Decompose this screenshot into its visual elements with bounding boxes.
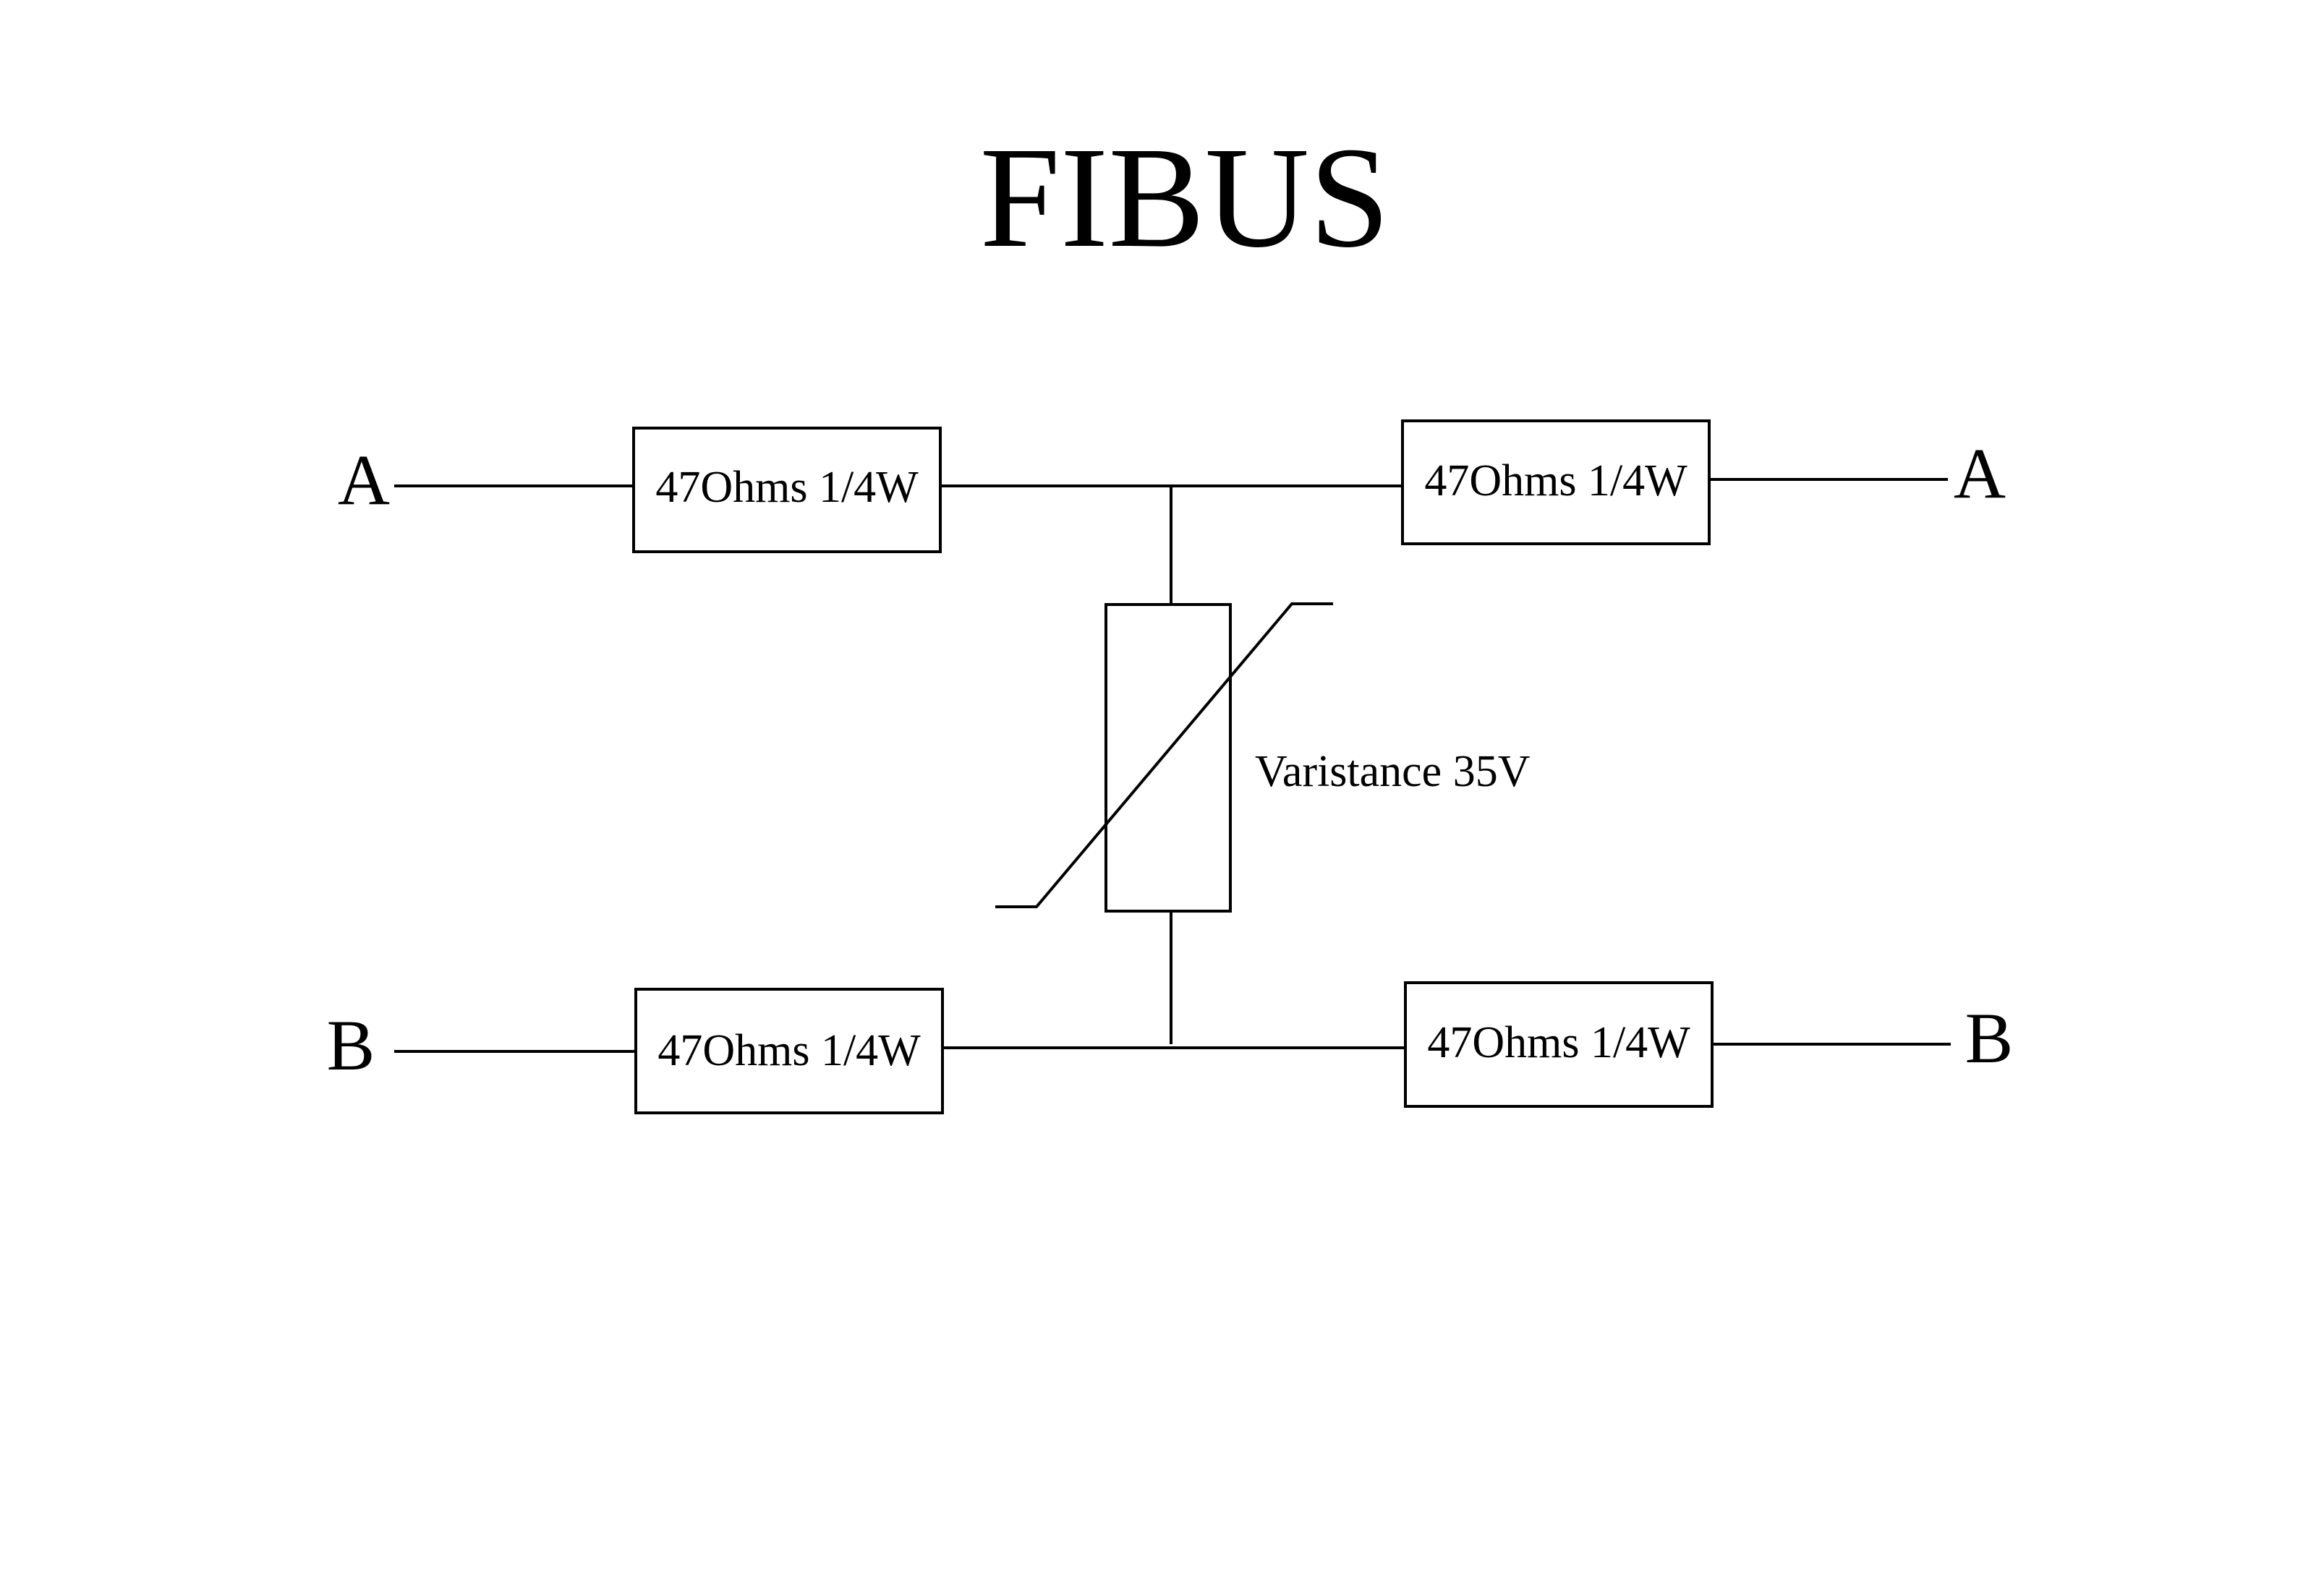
terminal-b-right-label: B xyxy=(1965,998,2014,1078)
resistor-top-left-label: 47Ohms 1/4W xyxy=(655,463,919,512)
varistor-body xyxy=(1104,603,1232,913)
resistor-bottom-left-label: 47Ohms 1/4W xyxy=(657,1026,921,1075)
terminal-b-left-label: B xyxy=(327,1005,375,1085)
resistor-bottom-left xyxy=(634,988,944,1114)
varistor-slash-symbol xyxy=(995,602,1333,908)
resistor-top-right-label: 47Ohms 1/4W xyxy=(1424,456,1687,505)
resistor-bottom-right-label: 47Ohms 1/4W xyxy=(1427,1018,1690,1067)
diagram-title: FIBUS xyxy=(980,118,1390,278)
varistor-label: Varistance 35V xyxy=(1255,747,1531,796)
resistor-top-left xyxy=(632,427,942,553)
terminal-a-left-label: A xyxy=(338,440,390,520)
terminal-a-right-label: A xyxy=(1954,433,2006,513)
resistor-top-right xyxy=(1401,419,1711,545)
